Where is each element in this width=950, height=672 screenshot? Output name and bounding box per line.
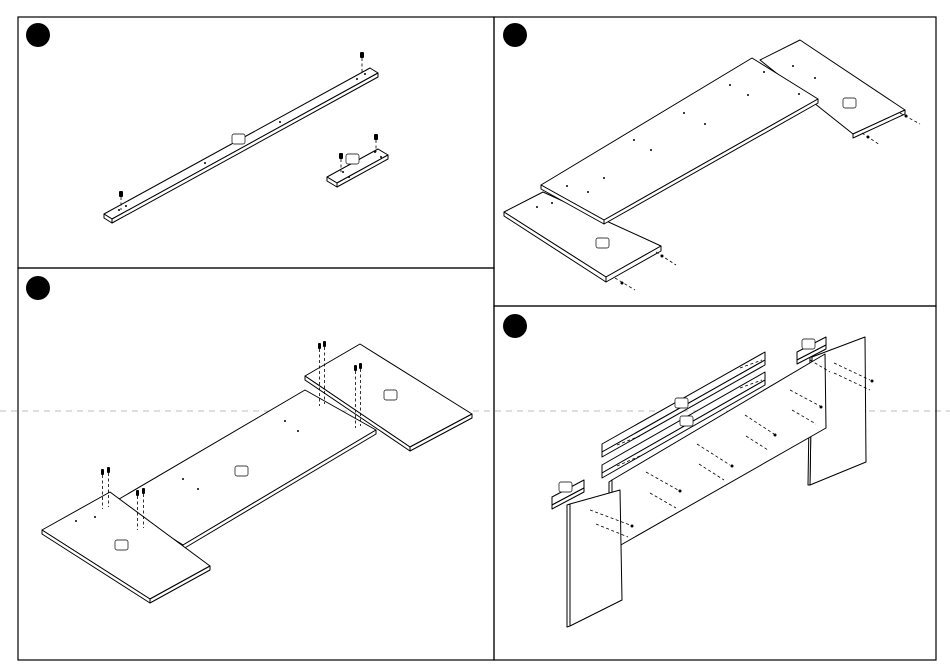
screw-icon xyxy=(656,252,676,265)
right-top-panel-label-box xyxy=(384,390,397,400)
step-4-badge xyxy=(503,314,527,338)
screw-icon xyxy=(360,52,364,74)
short-rail xyxy=(327,134,388,187)
step-1-panel xyxy=(18,17,494,268)
left-top-panel-label-box xyxy=(596,238,609,248)
center-top-panel xyxy=(541,58,818,224)
short-rail-right-label-box xyxy=(802,339,815,349)
long-rail-label-box xyxy=(232,134,245,144)
right-top-panel-label-box xyxy=(843,98,856,108)
short-rail-label-box xyxy=(346,154,359,164)
step-1-badge xyxy=(26,23,50,47)
long-rail xyxy=(104,52,378,223)
long-rail-upper-label-box xyxy=(675,398,688,408)
center-top-panel-label-box xyxy=(235,466,248,476)
step-4-panel xyxy=(494,306,936,660)
long-rail-lower-label-box xyxy=(680,416,693,426)
step-2-badge xyxy=(503,23,527,47)
screw-icon xyxy=(615,278,635,290)
short-rail-left-label-box xyxy=(559,482,572,492)
step-2-panel xyxy=(494,17,936,306)
screw-icon xyxy=(862,133,880,145)
step-3-badge xyxy=(26,276,50,300)
left-top-panel-label-box xyxy=(115,540,128,550)
step-3-panel xyxy=(18,268,494,660)
